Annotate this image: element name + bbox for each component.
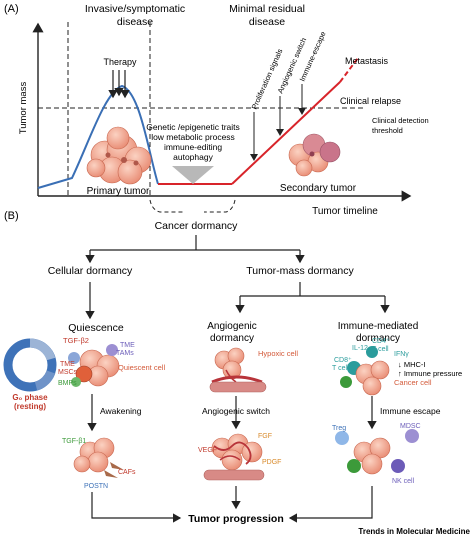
secondary-tumor-label: Secondary tumor <box>280 183 357 194</box>
angiogenic-label-1: Angiogenic <box>207 321 256 332</box>
signal-proliferation: Proliferation signals <box>250 47 285 111</box>
quiescent-niche-cells <box>68 344 120 387</box>
header-invasive: Invasive/symptomatic <box>85 3 185 15</box>
primary-tumor-cluster <box>86 126 152 185</box>
detection-label-1: Clinical detection <box>372 116 429 125</box>
cell-cycle-ring <box>3 338 57 392</box>
detection-label-2: threshold <box>372 126 403 135</box>
primary-tumor-label: Primary tumor <box>87 186 150 197</box>
dormancy-bracket-left <box>149 199 184 213</box>
immune-escape-label: Immune escape <box>380 406 441 416</box>
vegf-label: VEGF <box>198 447 217 454</box>
immune-niche <box>340 346 390 396</box>
header-residual: Minimal residual <box>229 3 305 15</box>
cellular-dormancy-label: Cellular dormancy <box>48 265 133 277</box>
cd4-label: CD4⁺ <box>372 338 390 345</box>
clinical-relapse-label: Clinical relapse <box>340 96 401 106</box>
escape-cluster <box>335 429 419 475</box>
secondary-tumor-cluster <box>288 133 341 177</box>
traits-3: immune-editing <box>164 142 222 152</box>
cancer-cell-label: Cancer cell <box>394 378 432 387</box>
treg-label: Treg <box>332 425 346 432</box>
primary-tumor-curve <box>37 84 159 189</box>
awakened-cluster <box>73 437 124 478</box>
tme-mscs-2: MSCs <box>58 369 78 376</box>
immune-label-2: dormancy <box>356 333 400 344</box>
tme-tams-1: TME <box>120 342 135 349</box>
immune-pressure-label: ↑ Immune pressure <box>398 369 462 378</box>
hypoxic-cluster <box>209 347 267 393</box>
tgfb1-label: TGF-β1 <box>62 438 86 445</box>
mhc-label: ↓ MHC-I <box>398 360 426 369</box>
traits-2: low metabolic process <box>151 132 235 142</box>
therapy-label: Therapy <box>103 57 137 67</box>
awakening-label: Awakening <box>100 406 142 416</box>
tme-tams-2: TAMs <box>116 350 134 357</box>
tumor-mass-dormancy-label: Tumor-mass dormancy <box>246 265 354 277</box>
vascularized-cluster <box>203 433 265 481</box>
angio-switch-label: Angiogenic switch <box>202 406 270 416</box>
bmps-label: BMPs <box>58 380 77 387</box>
panel-a-letter: (A) <box>4 3 19 15</box>
dormancy-bracket-right <box>204 199 236 213</box>
convergence-lines <box>91 486 373 523</box>
tgfb2-label: TGF-β2 <box>63 336 89 345</box>
traits-1: Genetic /epigenetic traits <box>146 122 240 132</box>
panel-b-letter: (B) <box>4 210 19 222</box>
cd4-t-label: T cell <box>372 346 389 353</box>
immune-label-1: Immune-mediated <box>338 321 419 332</box>
metastasis-label: Metastasis <box>345 56 389 66</box>
g0-phase-label: G₀ phase <box>12 393 48 402</box>
cancer-dormancy-label: Cancer dormancy <box>155 220 239 232</box>
header-invasive-2: disease <box>117 16 153 28</box>
header-residual-2: disease <box>249 16 285 28</box>
cd8-t-label: T cell <box>332 365 349 372</box>
quiescence-label: Quiescence <box>68 322 124 334</box>
quiescent-cell-label: Quiescent cell <box>118 363 165 372</box>
angiogenic-label-2: dormancy <box>210 333 254 344</box>
fgf-label: FGF <box>258 433 272 440</box>
mdsc-label: MDSC <box>400 423 421 430</box>
tumor-progression-label: Tumor progression <box>188 513 283 525</box>
tree-lines <box>85 235 390 320</box>
metastasis-dashed-line <box>339 57 359 83</box>
cafs-label: CAFs <box>118 469 136 476</box>
x-axis-label: Tumor timeline <box>312 206 378 217</box>
il12-label: IL-12 <box>352 345 368 352</box>
hypoxic-cell-label: Hypoxic cell <box>258 349 298 358</box>
nk-cell-label: NK cell <box>392 478 415 485</box>
postn-label: POSTN <box>84 483 108 490</box>
y-axis-label: Tumor mass <box>18 82 29 135</box>
cd8-label: CD8⁺ <box>334 357 352 364</box>
ifng-label: IFNγ <box>394 351 409 358</box>
relapse-line <box>231 81 341 185</box>
traits-triangle <box>172 166 214 184</box>
tme-mscs-1: TME <box>60 361 75 368</box>
g0-resting-label: (resting) <box>14 402 46 411</box>
traits-4: autophagy <box>173 152 213 162</box>
pdgf-label: PDGF <box>262 459 281 466</box>
journal-footer: Trends in Molecular Medicine <box>358 527 470 536</box>
